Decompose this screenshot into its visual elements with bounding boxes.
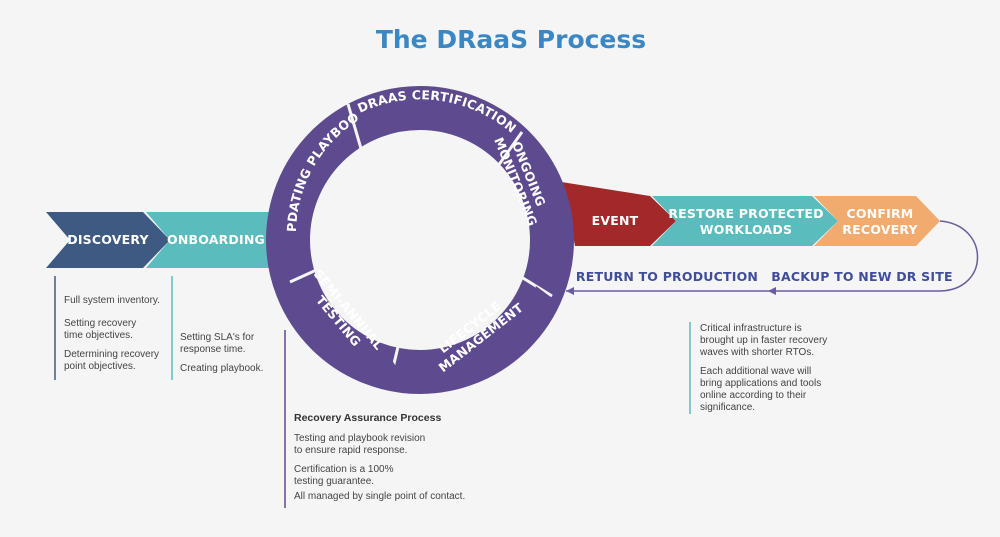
recovery-note-3: Certification is a 100% [294, 464, 394, 475]
recovery-note-1: Testing and playbook revision [294, 433, 425, 444]
return-mid-arrowhead [768, 287, 776, 295]
recovery-note-title: Recovery Assurance Process [294, 412, 441, 424]
discovery-note-3: time objectives. [64, 330, 133, 341]
event-label: EVENT [592, 213, 639, 228]
restore-label-line2: WORKLOADS [700, 222, 792, 237]
return-label: RETURN TO PRODUCTION [576, 269, 758, 284]
onboarding-note-3: Creating playbook. [180, 363, 263, 374]
discovery-label: DISCOVERY [67, 232, 149, 247]
recovery-note-4: testing guarantee. [294, 476, 374, 487]
onboarding-note-1: Setting SLA's for [180, 332, 255, 343]
discovery-notes: Full system inventory. Setting recovery … [64, 295, 160, 372]
ring-chevron-cert [498, 118, 512, 148]
ring-separator-lifecycle [509, 268, 553, 298]
critical-note-3: waves with shorter RTOs. [699, 347, 814, 358]
restore-arrow [652, 196, 838, 246]
critical-note-7: significance. [700, 402, 755, 413]
cycle-ring [266, 86, 574, 394]
ring-separator-cert [346, 103, 364, 153]
event-arrow [555, 181, 676, 246]
critical-note-4: Each additional wave will [700, 366, 811, 377]
confirm-label-line2: RECOVERY [842, 222, 918, 237]
onboarding-label: ONBOARDING [167, 232, 265, 247]
discovery-note-2: Setting recovery [64, 318, 136, 329]
discovery-note-1: Full system inventory. [64, 295, 160, 306]
confirm-arrow [814, 196, 940, 246]
recovery-note-2: to ensure rapid response. [294, 445, 407, 456]
onboarding-note-2: response time. [180, 344, 246, 355]
ring-separator-updating [289, 260, 335, 284]
critical-notes: Critical infrastructure is brought up in… [699, 323, 827, 413]
return-loop-line [566, 220, 979, 292]
critical-note-5: bring applications and tools [700, 378, 821, 389]
restore-label-line1: RESTORE PROTECTED [668, 206, 823, 221]
recovery-notes: Recovery Assurance Process Testing and p… [294, 412, 465, 502]
return-arrowhead [566, 287, 574, 295]
critical-note-1: Critical infrastructure is [700, 323, 802, 334]
critical-note-6: online according to their [700, 390, 807, 401]
page-title: The DRaaS Process [376, 25, 646, 54]
discovery-note-4: Determining recovery [64, 349, 159, 360]
recovery-note-5: All managed by single point of contact. [294, 491, 465, 502]
discovery-note-5: point objectives. [64, 361, 136, 372]
confirm-label-line1: CONFIRM [847, 206, 914, 221]
backup-label: BACKUP TO NEW DR SITE [771, 269, 952, 284]
onboarding-arrow [146, 212, 290, 268]
critical-note-2: brought up in faster recovery [700, 335, 827, 346]
ring-chevron-lifecycle [532, 286, 552, 310]
onboarding-notes: Setting SLA's for response time. Creatin… [180, 332, 263, 374]
ring-chevron-testing [378, 350, 398, 380]
discovery-arrow [46, 212, 170, 268]
ring-separator-monitor [496, 131, 524, 167]
